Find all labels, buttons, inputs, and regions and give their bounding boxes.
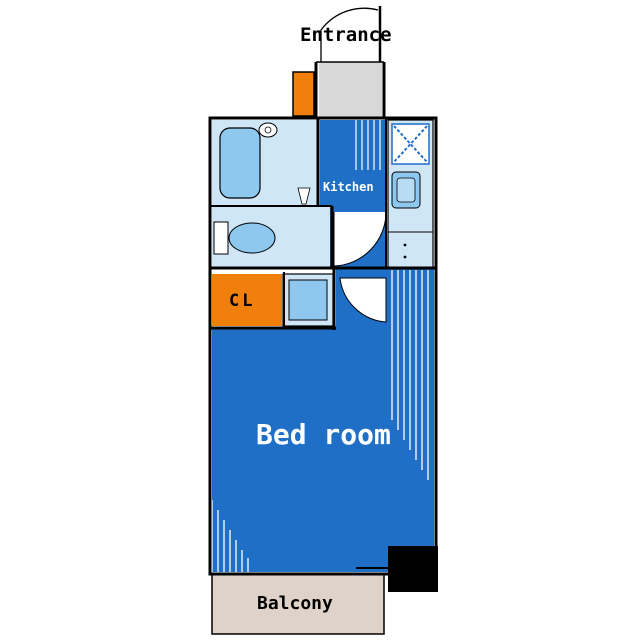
balcony-label: Balcony (257, 593, 333, 614)
shoe-cabinet (292, 71, 315, 117)
bedroom (212, 268, 434, 572)
balcony (211, 573, 385, 635)
walls (208, 61, 438, 576)
closet (212, 274, 282, 326)
kitchen-area (320, 120, 387, 268)
closet-label: CL (229, 291, 256, 311)
bathtub-icon (219, 127, 261, 199)
toilet-room (212, 207, 330, 267)
stove-icon (391, 123, 430, 165)
structural-column (388, 546, 438, 592)
bathroom (212, 120, 318, 206)
washing-machine-icon (282, 273, 334, 327)
washbasin-icon (258, 122, 278, 138)
toilet-icon (213, 221, 276, 255)
entrance-area (319, 6, 382, 118)
bedroom-label: Bed room (256, 418, 391, 451)
door-swing-icon (320, 7, 379, 62)
sink-icon (391, 171, 421, 209)
kitchen-label: Kitchen (323, 180, 374, 194)
entrance-label: Entrance (300, 24, 392, 46)
kitchen-counter (387, 119, 434, 269)
